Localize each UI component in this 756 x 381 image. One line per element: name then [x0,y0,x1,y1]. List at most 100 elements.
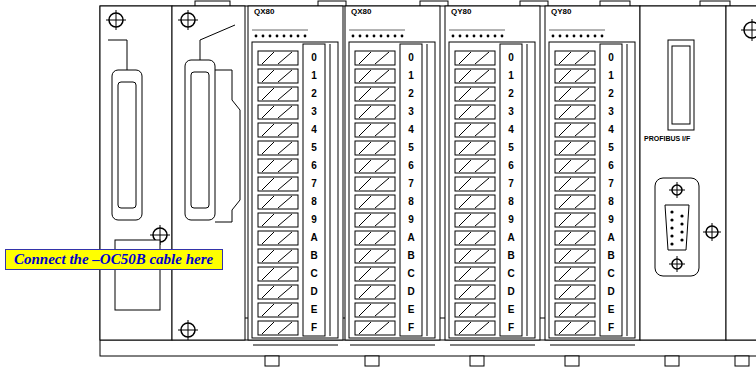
terminal-number: 1 [508,71,514,81]
screw-slot [375,52,389,64]
terminal-number: D [310,287,317,297]
led [494,35,497,38]
screw-slot [459,250,471,262]
io-module [545,6,640,340]
terminal-screw [555,51,595,65]
terminal-screw [555,267,595,281]
screw-slot [575,322,589,334]
module-foot [550,345,635,346]
screw-slot [262,268,274,280]
terminal-number: B [407,251,414,261]
terminal-number: 3 [408,107,414,117]
terminal-strip [600,44,622,336]
terminal-screw [258,69,298,83]
terminal-screw [555,69,595,83]
screw-slot [262,178,274,190]
led [487,35,490,38]
screw-slot [278,178,292,190]
dip-switch-window [672,46,690,124]
screw-slot [262,142,274,154]
screw-slot [278,250,292,262]
screw-slot [262,106,274,118]
terminal-number: 5 [311,143,317,153]
terminal-number: C [607,269,614,279]
screw-slot [475,88,489,100]
led [262,35,265,38]
terminal-screw [555,105,595,119]
screw-slot [262,322,274,334]
terminal-number: 4 [508,125,514,135]
terminal-screw [355,123,395,137]
screw-slot [475,106,489,118]
screw-slot [359,70,371,82]
screw-slot [359,196,371,208]
screw-slot [375,214,389,226]
db9-shell [655,178,699,276]
screw-slot [475,286,489,298]
terminal-screw [455,123,495,137]
terminal-number: A [507,233,514,243]
terminal-edge [627,44,628,336]
screw-slot [459,286,471,298]
led [573,35,576,38]
terminal-number: 7 [408,179,414,189]
terminal-screw [258,267,298,281]
screw-slot [359,322,371,334]
terminal-number: 7 [311,179,317,189]
screw-cross [712,223,713,241]
led [501,35,504,38]
led [452,35,455,38]
terminal-screw [355,267,395,281]
screw-slot [459,52,471,64]
base-tab [735,356,749,366]
screw-slot [359,214,371,226]
led [283,35,286,38]
screw-slot [459,214,471,226]
terminal-number: D [607,287,614,297]
screw-slot [575,124,589,136]
terminal-number: E [408,305,415,315]
terminal-screw [355,249,395,263]
screw-slot [559,196,571,208]
terminal-number: 0 [608,53,614,63]
screw-slot [262,304,274,316]
terminal-strip [400,44,422,336]
screw-slot [359,52,371,64]
screw-slot [359,88,371,100]
module-foot [450,345,535,346]
terminal-number: D [407,287,414,297]
terminal-number: 9 [408,215,414,225]
terminal-number: B [310,251,317,261]
terminal-number: 8 [608,197,614,207]
connector-shell [112,70,142,220]
terminal-screw [258,123,298,137]
terminal-screw [455,105,495,119]
terminal-screw [455,231,495,245]
screw-slot [459,142,471,154]
screw-slot [559,52,571,64]
terminal-number: A [607,233,614,243]
base-tab [665,356,679,366]
screw-slot [475,196,489,208]
screw-slot [375,304,389,316]
terminal-screw [455,213,495,227]
screw-slot [262,250,274,262]
screw-cross [188,10,189,30]
screw-slot [375,106,389,118]
terminal-screw [258,249,298,263]
screw-slot [575,196,589,208]
screw-slot [475,214,489,226]
terminal-screw [258,141,298,155]
screw-slot [559,142,571,154]
terminal-number: 3 [508,107,514,117]
terminal-screw [258,159,298,173]
terminal-number: 5 [508,143,514,153]
led-row [549,30,605,31]
screw-slot [278,106,292,118]
terminal-number: A [407,233,414,243]
screw-cross [741,30,756,31]
screw-slot [359,304,371,316]
screw-slot [359,142,371,154]
